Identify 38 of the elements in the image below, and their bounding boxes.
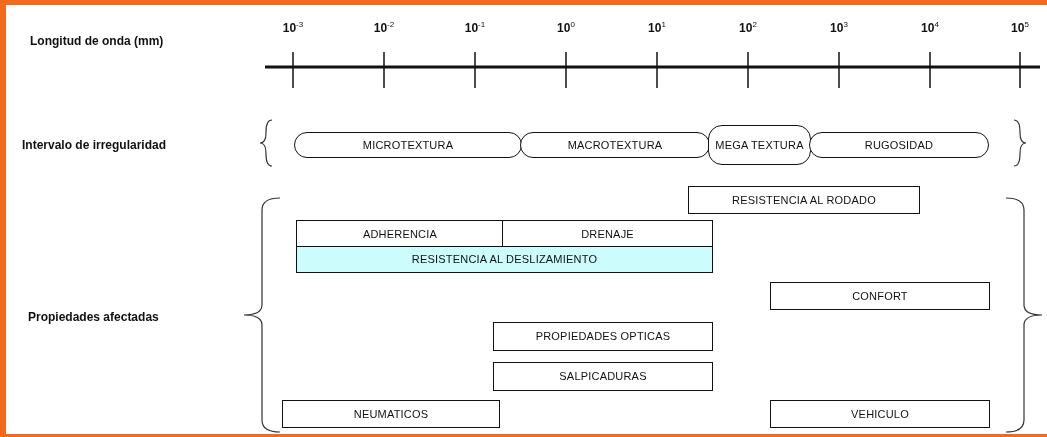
box-label: ADHERENCIA	[362, 227, 438, 241]
tick-label: 10$^{-3}$	[282, 20, 304, 35]
range-pill	[809, 132, 989, 158]
property-box	[282, 400, 500, 428]
box-label: SALPICADURAS	[559, 370, 647, 383]
property-box	[770, 400, 990, 428]
range-pill	[708, 125, 811, 165]
property-box	[770, 282, 990, 310]
row-label: Propiedades afectadas	[28, 310, 159, 324]
box-label: MACROTEXTURA	[567, 138, 663, 152]
tick-label: 10$^{2}$	[739, 20, 757, 35]
box-label: RUGOSIDAD	[864, 138, 934, 152]
tick-label: 10$^{-1}$	[464, 20, 486, 35]
box-label: PROPIEDADES OPTICAS	[535, 330, 671, 343]
property-box	[502, 220, 713, 248]
tick-label: 10$^{3}$	[830, 20, 848, 35]
range-pill	[294, 132, 522, 158]
row-label: Longitud de onda (mm)	[30, 34, 164, 48]
box-label: RESISTENCIA AL DESLIZAMIENTO	[411, 253, 598, 266]
box-label: RESISTENCIA AL RODADO	[732, 193, 876, 207]
property-box	[296, 246, 713, 273]
tick-label: 10$^{0}$	[557, 20, 575, 35]
property-box	[688, 186, 920, 214]
tick-label: 10$^{4}$	[921, 20, 939, 35]
range-pill	[520, 132, 710, 158]
box-label: CONFORT	[852, 289, 908, 303]
box-label: MEGA TEXTURA	[715, 138, 804, 152]
box-label: NEUMATICOS	[353, 407, 429, 421]
tick-label: 10$^{5}$	[1011, 20, 1029, 35]
box-label: MICROTEXTURA	[362, 138, 454, 152]
box-label: DRENAJE	[581, 227, 634, 241]
tick-label: 10$^{1}$	[648, 20, 666, 35]
tick-label: 10$^{-2}$	[373, 20, 395, 35]
row-label: Intervalo de irregularidad	[22, 138, 167, 152]
property-box	[493, 362, 713, 391]
property-box	[296, 220, 504, 248]
box-label: VEHICULO	[851, 407, 909, 421]
property-box	[493, 322, 713, 351]
